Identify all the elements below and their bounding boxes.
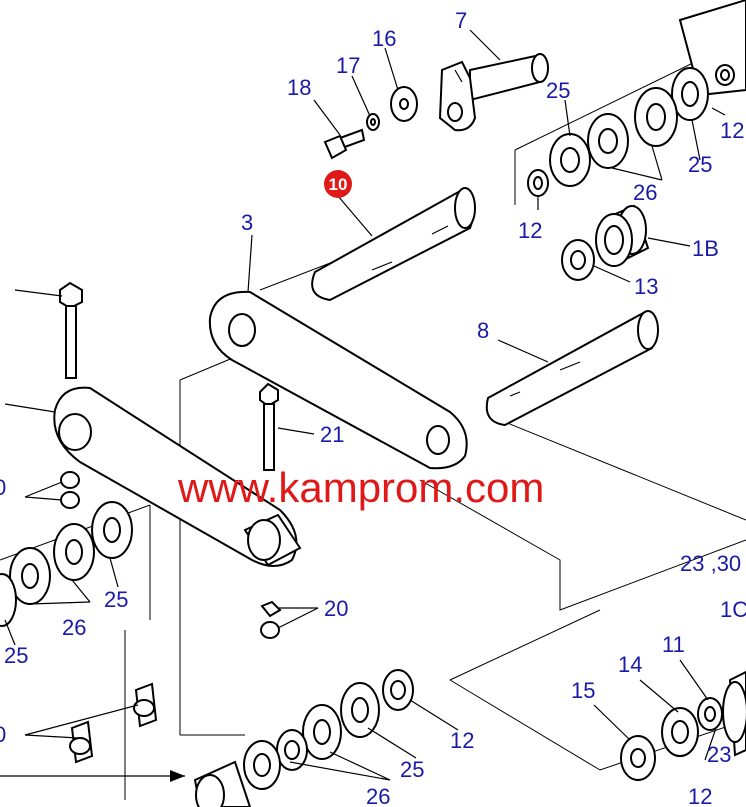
washers-bottom-right [620, 670, 746, 781]
label-16: 16 [372, 26, 396, 51]
label-26a: 26 [633, 180, 657, 205]
label-12d: 12 [688, 784, 712, 807]
label-7: 7 [455, 8, 467, 33]
label-8: 8 [477, 318, 489, 343]
label-3: 3 [241, 210, 253, 235]
washer-17 [366, 113, 380, 131]
label-12c: 12 [450, 728, 474, 753]
link-3 [208, 290, 468, 470]
label-17: 17 [336, 53, 360, 78]
label-26c: 26 [366, 784, 390, 807]
label-1b: 1B [692, 236, 719, 261]
bushing-1b [595, 204, 650, 267]
label-15: 15 [571, 678, 595, 703]
label-0a: 0 [0, 475, 6, 500]
bolt-left [59, 281, 83, 379]
label-25e: 25 [400, 757, 424, 782]
nuts-20 [260, 600, 282, 639]
label-20a: 20 [324, 596, 348, 621]
label-25c: 25 [104, 587, 128, 612]
label-23: 23 [707, 742, 731, 767]
label-0b: 0 [0, 722, 6, 747]
label-11: 11 [662, 632, 685, 657]
lower-link [53, 386, 302, 567]
label-26b: 26 [62, 615, 86, 640]
label-25b: 25 [688, 152, 712, 177]
washer-16 [390, 86, 418, 122]
washer-26-a [634, 87, 678, 147]
bushing-bottom-center [193, 760, 252, 807]
label-18: 18 [287, 75, 311, 100]
label-10: 10 [329, 175, 348, 194]
label-21: 21 [320, 422, 344, 447]
highlight-badge-10: 10 [324, 170, 352, 198]
bolt-21 [259, 382, 279, 471]
bolt-18 [323, 128, 366, 160]
pin-8 [485, 310, 659, 427]
watermark: www.kamprom.com [177, 464, 544, 511]
washer-13 [561, 239, 595, 281]
label-1c: 1C [720, 597, 746, 622]
washer-25-b [587, 113, 629, 169]
washer-25-a [671, 67, 709, 121]
pin-10 [311, 187, 476, 302]
label-12a: 12 [720, 118, 744, 143]
pin-7 [438, 53, 549, 132]
label-12b: 12 [518, 218, 542, 243]
arrow [0, 770, 185, 782]
grease-nipples [69, 682, 158, 764]
label-13: 13 [634, 274, 658, 299]
leader-lines [4, 29, 726, 781]
label-23-30: 23 ,30 [680, 551, 741, 576]
label-25a: 25 [546, 78, 570, 103]
washers-left-low [0, 501, 133, 627]
part-labels: 7 16 17 18 25 12 26 25 12 1B 13 10 3 8 2… [0, 8, 746, 807]
washers-bottom-center [243, 669, 414, 790]
washer-12-a [527, 169, 549, 197]
label-25d: 25 [4, 643, 28, 668]
washer-25-c [549, 133, 591, 187]
label-14: 14 [618, 652, 642, 677]
nuts-left [60, 471, 80, 509]
